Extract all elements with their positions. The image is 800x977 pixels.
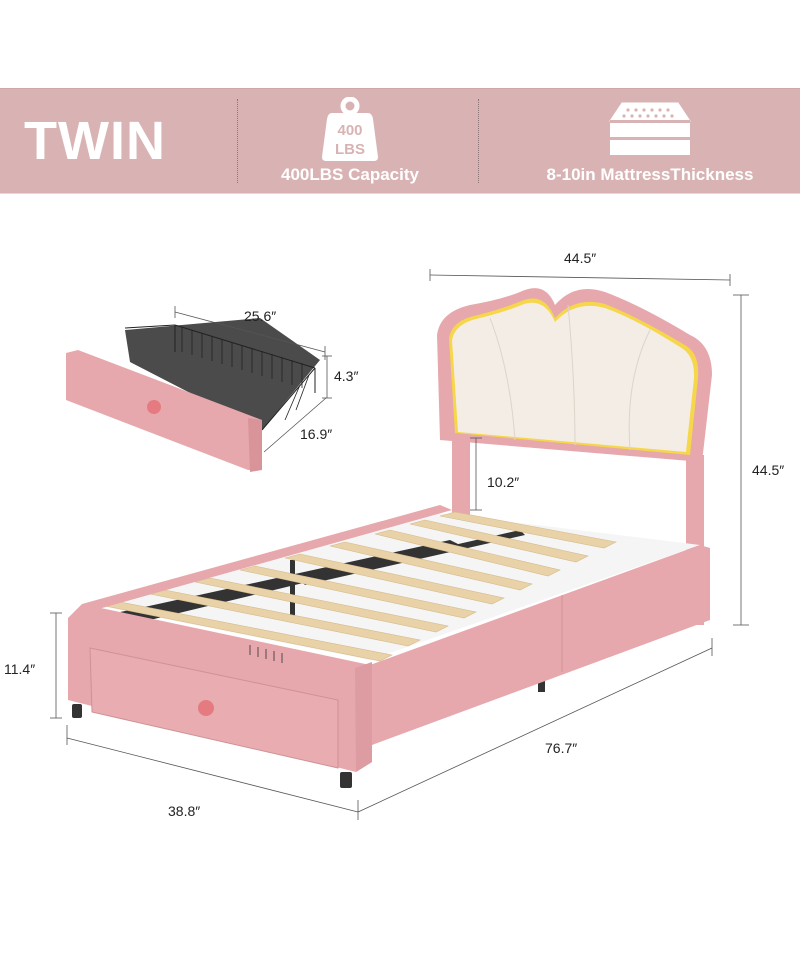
spec-banner: TWIN 400 LBS 400LBS Capacity 8-10in Matt… xyxy=(0,88,800,194)
drawer-depth-label: 16.9″ xyxy=(300,426,333,442)
bed-frame-illustration xyxy=(68,288,712,788)
banner-divider xyxy=(237,99,238,183)
mattress-label: 8-10in MattressThickness xyxy=(546,165,754,184)
drawer-width-label: 25.6″ xyxy=(244,308,277,324)
svg-text:LBS: LBS xyxy=(335,141,365,158)
headboard-width-label: 44.5″ xyxy=(564,250,597,266)
mattress-icon xyxy=(609,102,691,155)
weight-icon: 400 LBS xyxy=(322,97,378,161)
bed-length-label: 76.7″ xyxy=(545,740,578,756)
clearance-height-label: 10.2″ xyxy=(487,474,520,490)
drawer-height-label: 4.3″ xyxy=(334,368,359,384)
bed-width-label: 38.8″ xyxy=(168,803,201,819)
total-height-label: 44.5″ xyxy=(752,462,785,478)
side-height-label: 11.4″ xyxy=(4,661,36,677)
dimension-lines xyxy=(50,269,749,820)
svg-text:400: 400 xyxy=(337,122,362,139)
drawer-illustration xyxy=(66,306,332,472)
banner-divider xyxy=(478,99,479,183)
capacity-label: 400LBS Capacity xyxy=(281,165,419,184)
size-label: TWIN xyxy=(24,111,166,171)
